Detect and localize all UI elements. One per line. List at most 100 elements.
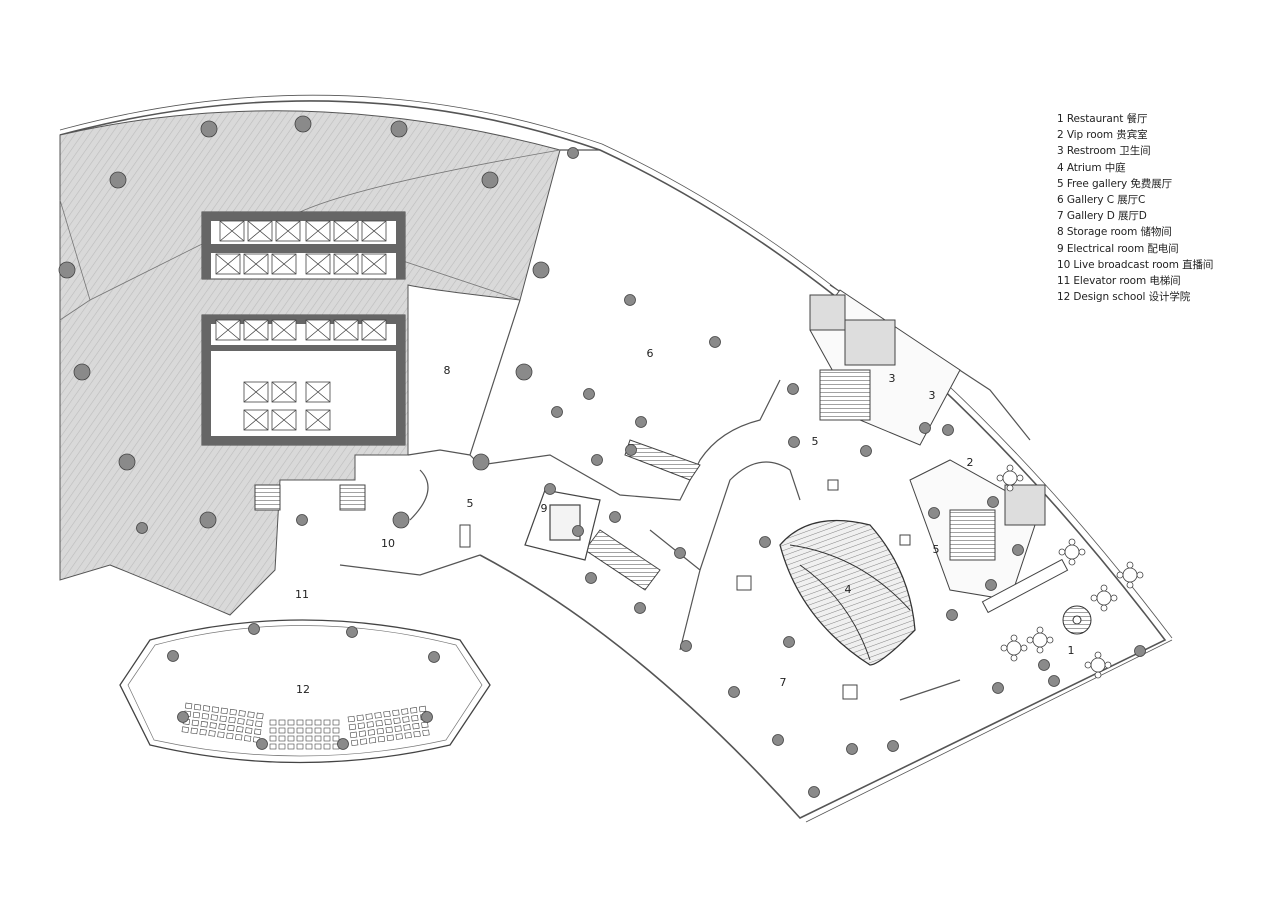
column xyxy=(583,388,595,400)
vip-block xyxy=(909,459,1046,601)
elevator-car-cross xyxy=(243,381,269,403)
dining-set xyxy=(996,464,1024,492)
column xyxy=(887,740,899,752)
seat xyxy=(219,715,227,723)
room-label-3b: 3 xyxy=(929,389,936,402)
seat xyxy=(394,725,402,732)
structural-columns xyxy=(58,115,1146,798)
seat xyxy=(199,728,207,736)
seat xyxy=(184,702,193,710)
seat xyxy=(392,709,400,717)
seat xyxy=(237,718,245,725)
seat xyxy=(421,721,429,729)
seat xyxy=(323,743,331,750)
seat xyxy=(367,729,376,736)
seat xyxy=(245,727,253,734)
column xyxy=(609,511,621,523)
elevator-car xyxy=(243,381,269,403)
seat xyxy=(351,739,359,747)
seat xyxy=(410,707,418,714)
legend-item: 5 Free gallery 免费展厅 xyxy=(1057,177,1172,190)
seat xyxy=(365,713,373,720)
seat xyxy=(190,727,198,735)
atrium xyxy=(779,519,916,666)
legend-item: 7 Gallery D 展厅D xyxy=(1057,210,1147,223)
seat xyxy=(314,743,322,750)
elevator-car xyxy=(271,381,297,403)
seat xyxy=(348,723,357,731)
seat xyxy=(235,733,243,741)
large-column xyxy=(58,261,76,279)
dining-chair xyxy=(1084,661,1092,669)
elevator-car-cross xyxy=(305,253,331,275)
seat xyxy=(255,720,263,728)
display-plinths xyxy=(459,479,911,700)
elevator-cars xyxy=(215,220,387,431)
seat xyxy=(211,706,220,713)
column xyxy=(919,422,931,434)
large-column xyxy=(392,511,410,529)
seat xyxy=(208,730,216,737)
seat xyxy=(228,716,236,724)
elevator-car-cross xyxy=(271,253,297,275)
legend-item: 6 Gallery C 展厅C xyxy=(1057,194,1146,207)
column xyxy=(634,602,646,614)
seat xyxy=(366,721,374,728)
elevator-car-cross xyxy=(333,220,359,242)
large-column xyxy=(472,453,490,471)
seat xyxy=(386,734,394,742)
legend-item: 11 Elevator room 电梯间 xyxy=(1057,275,1181,288)
seat xyxy=(247,711,255,718)
dining-table xyxy=(1122,567,1138,583)
seat xyxy=(254,728,262,735)
seat xyxy=(374,712,382,719)
seat xyxy=(191,719,199,727)
seat xyxy=(314,727,322,734)
large-column xyxy=(390,120,408,138)
seat xyxy=(278,735,286,742)
elevator-car xyxy=(243,409,269,431)
large-column xyxy=(481,171,499,189)
seat xyxy=(269,735,277,742)
seat xyxy=(287,727,295,734)
elevator-car xyxy=(215,319,241,341)
seat xyxy=(305,735,313,742)
column xyxy=(985,579,997,591)
dining-chair xyxy=(1094,671,1102,679)
elevator-car xyxy=(333,220,359,242)
seat xyxy=(418,705,427,713)
dining-chair xyxy=(1136,571,1144,579)
seat xyxy=(395,733,403,740)
seat xyxy=(287,735,295,742)
seat xyxy=(332,735,340,742)
seat xyxy=(193,703,202,711)
room-labels: 1 2 3 3 4 5 5 5 6 7 8 9 10 11 12 xyxy=(295,347,1075,696)
elevator-car xyxy=(361,253,387,275)
dining-chair xyxy=(1020,644,1028,652)
seat xyxy=(305,719,313,726)
seat xyxy=(401,708,409,715)
seat xyxy=(332,719,340,726)
escalators xyxy=(254,439,701,591)
dining-table xyxy=(1090,657,1106,673)
seat xyxy=(422,729,430,737)
column xyxy=(1012,544,1024,556)
column xyxy=(1048,675,1060,687)
column xyxy=(248,623,260,635)
dining-table xyxy=(1006,640,1022,656)
column xyxy=(860,445,872,457)
column xyxy=(759,536,771,548)
column xyxy=(296,514,308,526)
restaurant-furniture xyxy=(996,464,1144,679)
column xyxy=(787,383,799,395)
seat xyxy=(296,727,304,734)
elevator-car xyxy=(247,220,273,242)
column xyxy=(136,522,148,534)
seat xyxy=(202,705,211,712)
seat xyxy=(383,710,391,718)
seat xyxy=(244,735,252,742)
seat xyxy=(323,735,331,742)
room-label-5a: 5 xyxy=(467,497,474,510)
dining-chair xyxy=(1046,636,1054,644)
